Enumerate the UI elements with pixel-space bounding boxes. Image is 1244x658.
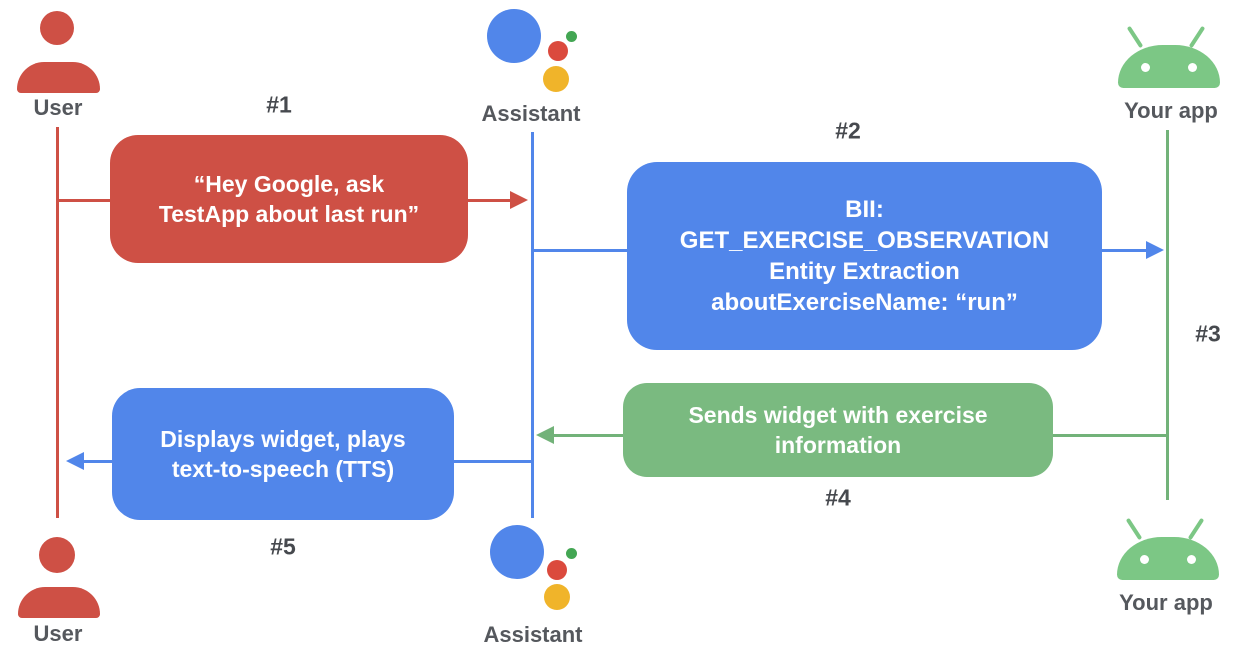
step-label-2: #2: [835, 117, 861, 144]
step-label-4: #4: [825, 484, 851, 511]
message-line-1: [58, 199, 110, 202]
android-antenna: [1187, 517, 1205, 541]
message-box-4: Sends widget with exercise information: [623, 383, 1053, 477]
lifeline-assistant: [531, 132, 534, 518]
assistant-green-dot: [566, 548, 577, 559]
actor-label-assistant-bottom: Assistant: [483, 622, 583, 647]
android-dome: [1117, 537, 1219, 580]
message-line-2: [533, 249, 627, 252]
actor-label-user-top: User: [33, 95, 83, 120]
android-antenna: [1188, 25, 1206, 49]
message-line-1b: [468, 199, 512, 202]
user-head: [39, 537, 75, 573]
actor-label-app-top: Your app: [1124, 98, 1218, 123]
assistant-yellow-dot: [543, 66, 569, 92]
message-line-5: [454, 460, 533, 463]
android-eye: [1188, 63, 1197, 72]
actor-label-user-bottom: User: [33, 621, 83, 646]
message-box-5: Displays widget, plays text-to-speech (T…: [112, 388, 454, 520]
message-box-1: “Hey Google, ask TestApp about last run”: [110, 135, 468, 263]
actor-label-app-bottom: Your app: [1119, 590, 1213, 615]
android-antenna: [1125, 517, 1143, 541]
arrow-right-icon: [510, 191, 528, 209]
user-body: [17, 62, 100, 93]
assistant-blue-dot: [487, 9, 541, 63]
android-eye: [1187, 555, 1196, 564]
assistant-yellow-dot: [544, 584, 570, 610]
arrow-right-icon: [1146, 241, 1164, 259]
message-line-5b: [84, 460, 112, 463]
lifeline-user: [56, 127, 59, 518]
message-line-2b: [1102, 249, 1146, 252]
step-label-1: #1: [266, 91, 292, 118]
lifeline-app: [1166, 130, 1169, 500]
actor-label-assistant-top: Assistant: [481, 101, 581, 126]
assistant-blue-dot: [490, 525, 544, 579]
arrow-left-icon: [536, 426, 554, 444]
assistant-red-dot: [547, 560, 567, 580]
message-line-4: [1053, 434, 1168, 437]
android-dome: [1118, 45, 1220, 88]
arrow-left-icon: [66, 452, 84, 470]
user-head: [40, 11, 74, 45]
android-eye: [1140, 555, 1149, 564]
message-box-2: BII: GET_EXERCISE_OBSERVATION Entity Ext…: [627, 162, 1102, 350]
message-line-4b: [554, 434, 623, 437]
user-body: [18, 587, 100, 618]
android-eye: [1141, 63, 1150, 72]
assistant-green-dot: [566, 31, 577, 42]
step-label-5: #5: [270, 533, 296, 560]
assistant-red-dot: [548, 41, 568, 61]
step-label-3: #3: [1195, 320, 1221, 347]
android-antenna: [1126, 25, 1144, 49]
